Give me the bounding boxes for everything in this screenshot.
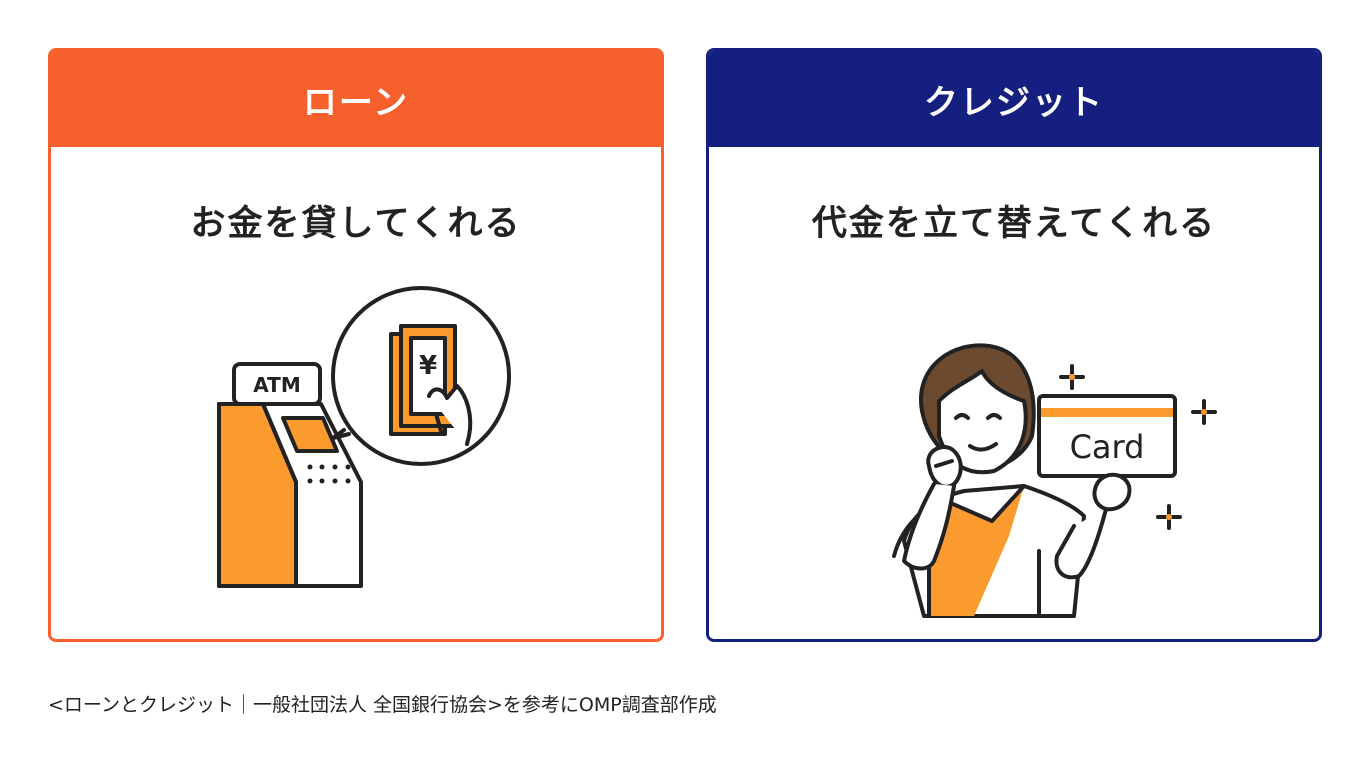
loan-header: ローン [51, 51, 661, 147]
credit-description: 代金を立て替えてくれる [811, 204, 1217, 244]
credit-header: クレジット [709, 51, 1319, 147]
loan-title: ローン [302, 82, 410, 123]
person-holding-card-icon: Card [892, 343, 1217, 618]
credit-panel: クレジット 代金を立て替えてくれる [706, 48, 1322, 642]
credit-title: クレジット [924, 82, 1104, 123]
atm-cash-icon: ATM ¥ [217, 286, 511, 588]
loan-panel: ローン お金を貸してくれる ATM ¥ [48, 48, 664, 642]
loan-description: お金を貸してくれる [190, 204, 522, 244]
atm-label: ATM [253, 373, 300, 397]
svg-text:¥: ¥ [419, 351, 437, 381]
card-label: Card [1070, 428, 1145, 466]
source-note: <ローンとクレジット｜一般社団法人 全国銀行協会>を参考にOMP調査部作成 [48, 694, 717, 716]
